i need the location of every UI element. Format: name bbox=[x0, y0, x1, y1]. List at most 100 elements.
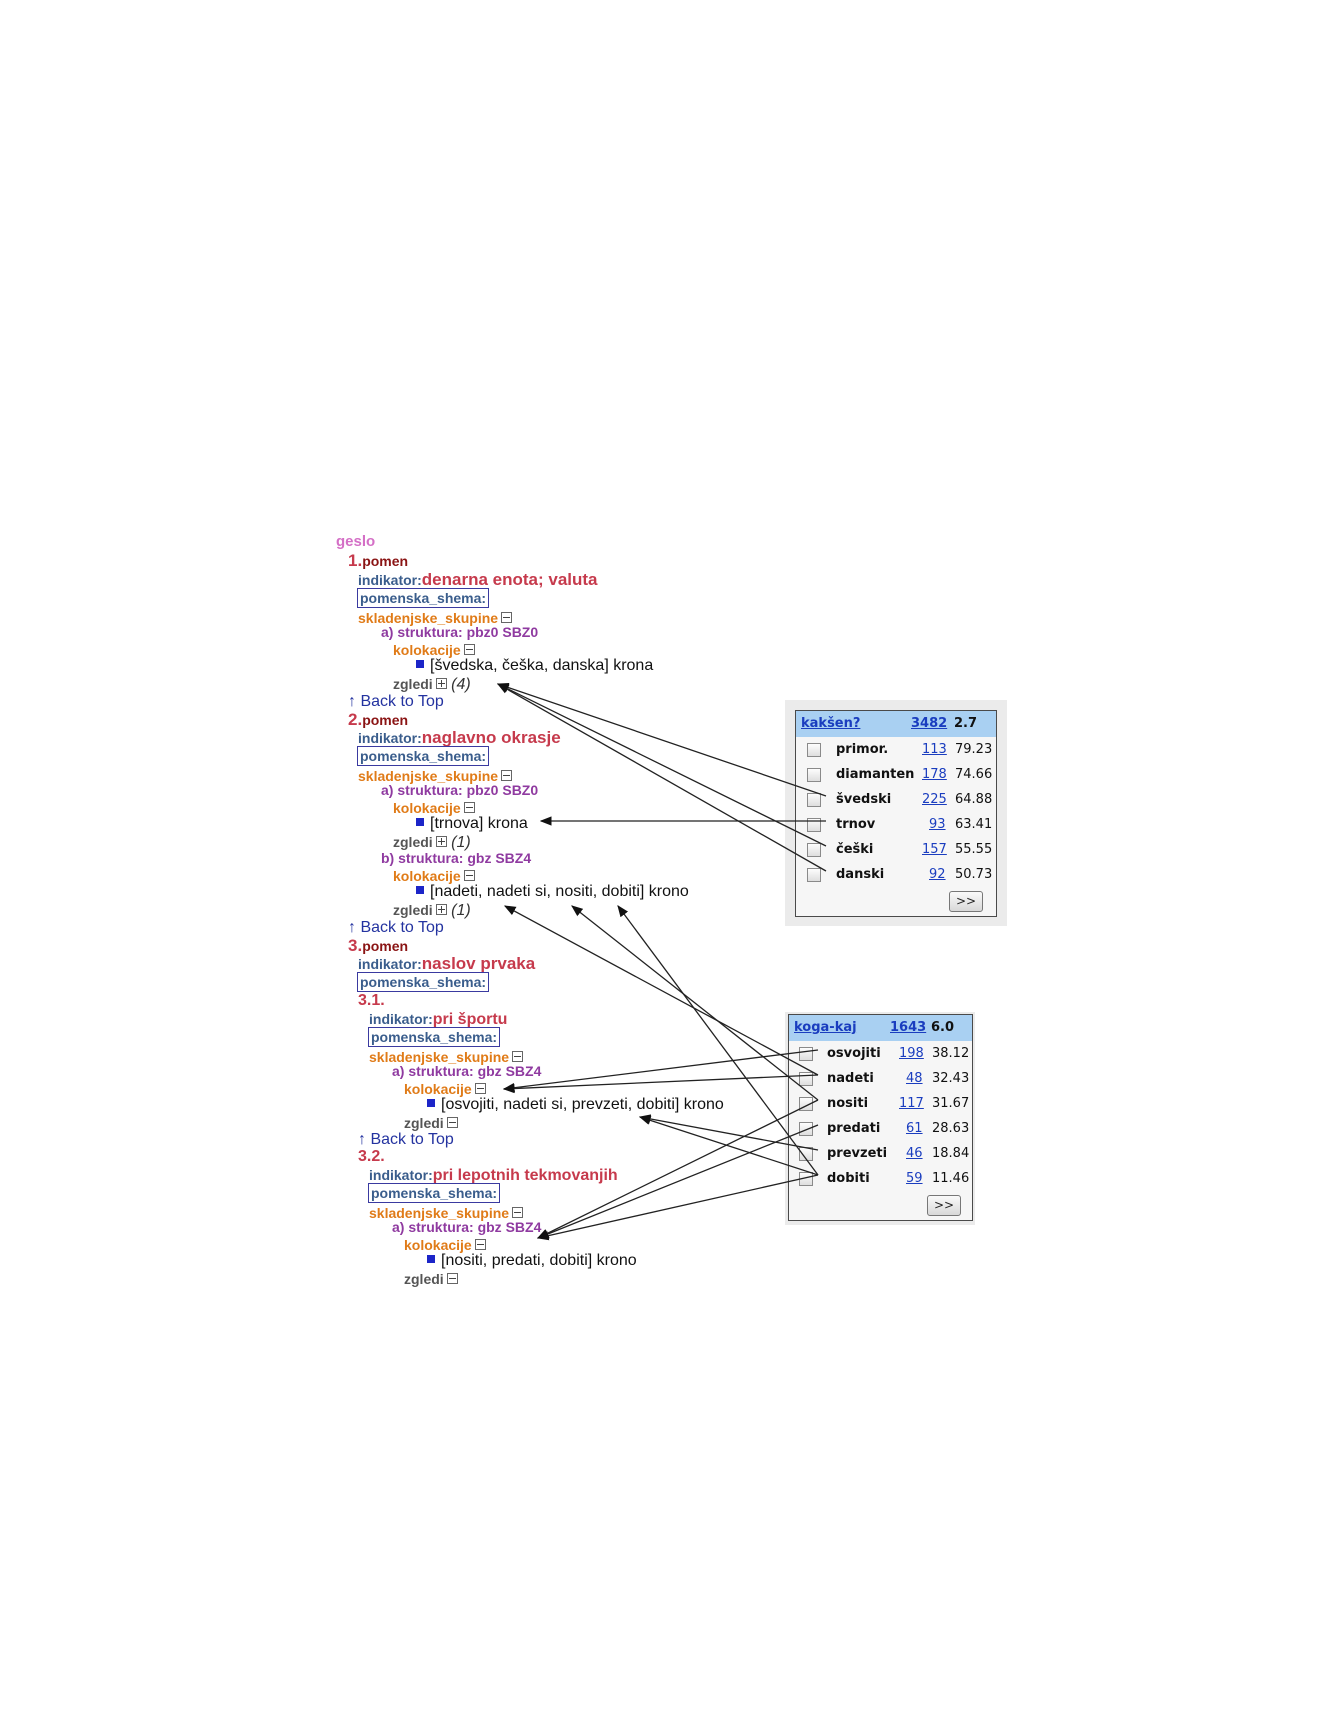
relation-freq-link[interactable]: 1643 bbox=[890, 1020, 927, 1035]
collocate-freq-link[interactable]: 178 bbox=[922, 767, 947, 782]
expand-icon[interactable] bbox=[435, 904, 447, 915]
sense-3-indikator-text: naslov prvaka bbox=[421, 954, 536, 973]
kolokacije-label: kolokacije bbox=[393, 868, 461, 884]
sense-3-2-pomenska-shema[interactable]: pomenska_shema: bbox=[368, 1183, 501, 1203]
collocate-panel-kaksen: kakšen? 3482 2.7 primor. 113 79.23 diama… bbox=[785, 700, 1007, 926]
sense-3-2-struktura: a) struktura: gbz SBZ4 bbox=[392, 1219, 542, 1235]
sense-2-struktura-b: b) struktura: gbz SBZ4 bbox=[381, 850, 532, 866]
relation-freq-link[interactable]: 3482 bbox=[911, 716, 948, 731]
collocate-word: primor. bbox=[836, 742, 889, 757]
sense-2-number: 2. bbox=[348, 710, 363, 729]
collapse-icon[interactable] bbox=[463, 802, 475, 813]
next-page-button[interactable]: >> bbox=[927, 1195, 961, 1216]
row-checkbox[interactable] bbox=[799, 1122, 813, 1136]
collocate-score: 79.23 bbox=[955, 742, 993, 757]
collocate-word: prevzeti bbox=[827, 1146, 888, 1161]
sense-2-skladenjske: skladenjske_skupine bbox=[358, 769, 513, 785]
collocate-score: 28.63 bbox=[932, 1121, 970, 1136]
collocate-word: dobiti bbox=[827, 1171, 870, 1186]
arrow-nadeti-sense2b bbox=[503, 905, 819, 1076]
arrow-nositi-sense32 bbox=[536, 1099, 819, 1239]
collocate-freq-link[interactable]: 48 bbox=[906, 1071, 923, 1086]
collocate-word: predati bbox=[827, 1121, 881, 1136]
collocate-freq-link[interactable]: 46 bbox=[906, 1146, 923, 1161]
collapse-icon[interactable] bbox=[474, 1239, 486, 1250]
pomenska-shema-box: pomenska_shema: bbox=[368, 1027, 501, 1047]
sense-3-1-indikator: indikator:pri športu bbox=[369, 1012, 507, 1028]
table-row: danski 92 50.73 bbox=[796, 862, 996, 887]
next-page-button[interactable]: >> bbox=[949, 891, 983, 912]
relation-link[interactable]: kakšen? bbox=[801, 716, 861, 731]
collocate-word: nositi bbox=[827, 1096, 869, 1111]
expand-icon[interactable] bbox=[435, 678, 447, 689]
table-row: nositi 117 31.67 bbox=[789, 1091, 972, 1116]
collocate-table: kakšen? 3482 2.7 primor. 113 79.23 diama… bbox=[795, 710, 997, 917]
sense-1-number: 1. bbox=[348, 551, 363, 570]
row-checkbox[interactable] bbox=[807, 743, 821, 757]
zgledi-label: zgledi bbox=[393, 676, 433, 692]
collocate-freq-link[interactable]: 59 bbox=[906, 1171, 923, 1186]
collocate-freq-link[interactable]: 117 bbox=[899, 1096, 924, 1111]
sense-3-2-zgledi: zgledi bbox=[404, 1272, 458, 1288]
back-to-top-link[interactable]: ↑ Back to Top bbox=[358, 1131, 454, 1148]
collocate-score: 64.88 bbox=[955, 792, 993, 807]
sense-1-struktura: a) struktura: pbz0 SBZ0 bbox=[381, 624, 539, 640]
sense-2-kolokacije-a: kolokacije bbox=[393, 801, 475, 817]
relation-link[interactable]: koga-kaj bbox=[794, 1020, 857, 1035]
table-row: osvojiti 198 38.12 bbox=[789, 1041, 972, 1066]
collapse-icon[interactable] bbox=[474, 1083, 486, 1094]
sense-3-2-skladenjske: skladenjske_skupine bbox=[369, 1206, 524, 1222]
indikator-label: indikator: bbox=[358, 572, 422, 588]
sense-1-indikator: indikator:denarna enota; valuta bbox=[358, 571, 598, 589]
kolokacije-label: kolokacije bbox=[393, 642, 461, 658]
zgledi-count: (1) bbox=[451, 834, 471, 851]
collapse-icon[interactable] bbox=[501, 612, 513, 623]
collocate-word: nadeti bbox=[827, 1071, 874, 1086]
collocate-freq-link[interactable]: 61 bbox=[906, 1121, 923, 1136]
skladenjske-label: skladenjske_skupine bbox=[358, 610, 499, 626]
collapse-icon[interactable] bbox=[512, 1051, 524, 1062]
collapse-icon[interactable] bbox=[501, 770, 513, 781]
collocate-word: trnov bbox=[836, 817, 876, 832]
collocate-freq-link[interactable]: 113 bbox=[922, 742, 947, 757]
collapse-icon[interactable] bbox=[446, 1117, 458, 1128]
collocate-freq-link[interactable]: 93 bbox=[929, 817, 946, 832]
collapse-icon[interactable] bbox=[512, 1207, 524, 1218]
collocate-panel-koga-kaj: koga-kaj 1643 6.0 osvojiti 198 38.12 nad… bbox=[785, 1012, 975, 1225]
row-checkbox[interactable] bbox=[807, 793, 821, 807]
collocate-freq-link[interactable]: 198 bbox=[899, 1046, 924, 1061]
collocate-word: češki bbox=[836, 842, 874, 857]
arrow-nadeti-sense31 bbox=[502, 1074, 819, 1094]
collapse-icon[interactable] bbox=[463, 644, 475, 655]
arrow-ceski-zgledi bbox=[496, 683, 827, 847]
collocate-freq-link[interactable]: 225 bbox=[922, 792, 947, 807]
kolokacije-label: kolokacije bbox=[404, 1237, 472, 1253]
skladenjske-label: skladenjske_skupine bbox=[369, 1049, 510, 1065]
sense-3-1-skladenjske: skladenjske_skupine bbox=[369, 1049, 524, 1066]
collocate-score: 38.12 bbox=[932, 1046, 970, 1061]
sense-3-2-indikator-text: pri lepotnih tekmovanjih bbox=[432, 1167, 618, 1184]
sense-3-2-kolokacije: kolokacije bbox=[404, 1238, 486, 1254]
collocate-word: diamanten bbox=[836, 767, 915, 782]
collapse-icon[interactable] bbox=[446, 1273, 458, 1284]
collocate-freq-link[interactable]: 92 bbox=[929, 867, 946, 882]
row-checkbox[interactable] bbox=[807, 768, 821, 782]
back-to-top-link[interactable]: ↑ Back to Top bbox=[348, 919, 444, 936]
row-checkbox[interactable] bbox=[807, 843, 821, 857]
sense-1-kolokacije: kolokacije bbox=[393, 643, 475, 659]
sense-3-indikator: indikator:naslov prvaka bbox=[358, 955, 535, 973]
collocate-score: 18.84 bbox=[932, 1146, 970, 1161]
sense-1-zgledi: zgledi (4) bbox=[393, 677, 471, 693]
sense-3-pomenska-shema[interactable]: pomenska_shema: bbox=[357, 972, 490, 992]
zgledi-label: zgledi bbox=[393, 834, 433, 850]
sense-2-pomenska-shema[interactable]: pomenska_shema: bbox=[357, 746, 490, 766]
pomenska-shema-box: pomenska_shema: bbox=[357, 972, 490, 992]
sense-3-1-pomenska-shema[interactable]: pomenska_shema: bbox=[368, 1027, 501, 1047]
sense-1-pomenska-shema[interactable]: pomenska_shema: bbox=[357, 588, 490, 608]
collocate-freq-link[interactable]: 157 bbox=[922, 842, 947, 857]
back-to-top-link[interactable]: ↑ Back to Top bbox=[348, 693, 444, 710]
arrow-osvojiti-sense31 bbox=[502, 1049, 819, 1093]
expand-icon[interactable] bbox=[435, 836, 447, 847]
row-checkbox[interactable] bbox=[807, 868, 821, 882]
collapse-icon[interactable] bbox=[463, 870, 475, 881]
